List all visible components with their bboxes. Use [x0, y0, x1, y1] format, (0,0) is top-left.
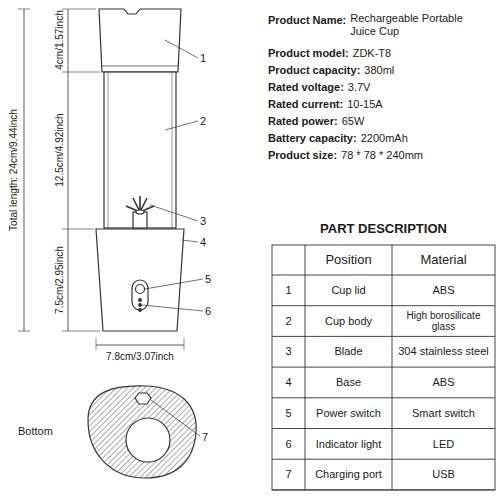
- spec-label: Product Name:: [268, 12, 346, 28]
- spec-value: 10-15A: [347, 96, 495, 112]
- table-cell: 6: [274, 430, 303, 459]
- table-cell: 304 stainless steel: [394, 337, 493, 366]
- table-cell: Base: [307, 368, 390, 397]
- callout-number: 5: [205, 272, 219, 286]
- dimension: 12.5cm/4.92inch: [53, 90, 67, 210]
- table-cell: 4: [274, 368, 303, 397]
- table-cell: 2: [274, 307, 303, 336]
- table-header: Material: [392, 245, 495, 275]
- table-cell: 7: [274, 460, 303, 489]
- table-cell: Cup body: [307, 307, 390, 336]
- spec-value: ZDK-T8: [353, 45, 495, 61]
- spec-label: Product capacity:: [268, 62, 360, 78]
- spec-value: 2200mAh: [361, 130, 495, 146]
- table-cell: Blade: [307, 337, 390, 366]
- dimension: 7.8cm/3.07inch: [90, 350, 190, 364]
- spec-value: 65W: [342, 113, 495, 129]
- spec-value: 380ml: [364, 62, 495, 78]
- table-header: Position: [305, 245, 392, 275]
- table-cell: Indicator light: [307, 430, 390, 459]
- table-cell: High borosilicate glass: [394, 307, 493, 336]
- callout-number: 6: [205, 304, 219, 318]
- table-cell: LED: [394, 430, 493, 459]
- dimension: 7.5cm/2.95inch: [53, 232, 67, 328]
- dimension: Total length: 24cm/9.44inch: [7, 70, 21, 270]
- callout-number: 1: [200, 51, 214, 65]
- spec-value: 78 * 78 * 240mm: [341, 147, 495, 163]
- table-cell: ABS: [394, 368, 493, 397]
- spec-label: Rated power:: [268, 113, 338, 129]
- spec-label: Product size:: [268, 147, 337, 163]
- table-cell: Smart switch: [394, 399, 493, 428]
- table-cell: USB: [394, 460, 493, 489]
- callout-number: 3: [200, 214, 214, 228]
- spec-label: Product model:: [268, 45, 349, 61]
- callout-number: 4: [200, 235, 214, 249]
- spec-label: Rated voltage:: [268, 79, 344, 95]
- callout-number: 2: [200, 114, 214, 128]
- table-cell: ABS: [394, 276, 493, 305]
- table-cell: 3: [274, 337, 303, 366]
- table-cell: Cup lid: [307, 276, 390, 305]
- table-cell: Charging port: [307, 460, 390, 489]
- table-cell: 1: [274, 276, 303, 305]
- table-title: PART DESCRIPTION: [272, 219, 495, 239]
- table-cell: 5: [274, 399, 303, 428]
- spec-value: 3.7V: [348, 79, 495, 95]
- view-label: Bottom: [18, 424, 78, 438]
- spec-value: Rechargeable Portable Juice Cup: [350, 12, 490, 44]
- spec-label: Battery capacity:: [268, 130, 357, 146]
- callout-number: 7: [202, 430, 216, 444]
- table-cell: Power switch: [307, 399, 390, 428]
- spec-label: Rated current:: [268, 96, 343, 112]
- dimension: 4cm/1.57inch: [53, 10, 67, 70]
